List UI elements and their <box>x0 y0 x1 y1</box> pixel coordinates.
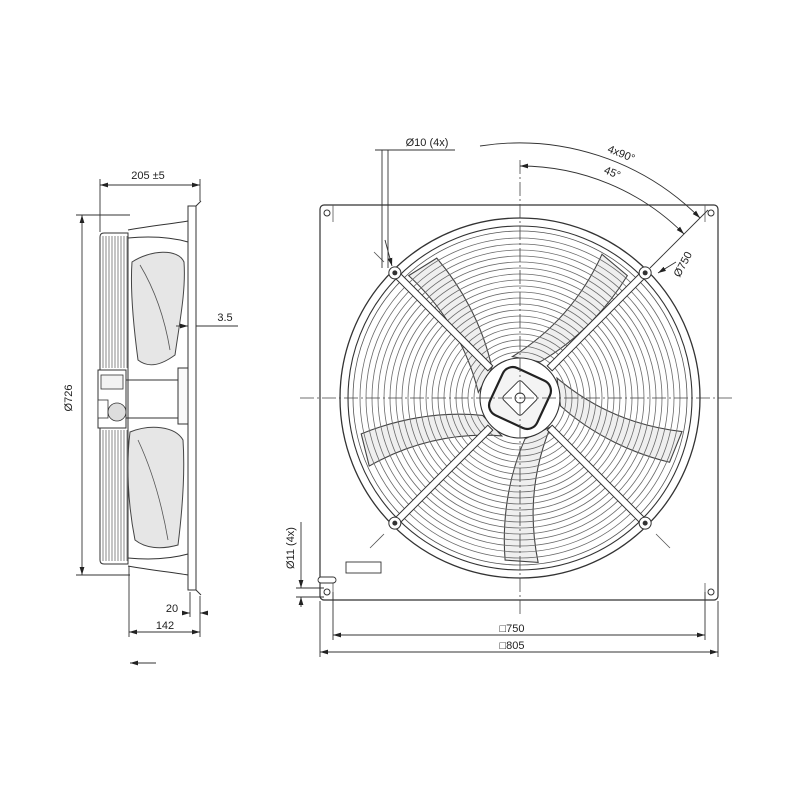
diag-centerline-br <box>655 533 671 549</box>
plate-corner-hole-tr <box>707 209 715 217</box>
side-venturi-top-inner <box>127 236 189 243</box>
side-venturi-top-outer <box>127 220 189 231</box>
fan-blade <box>360 413 504 467</box>
side-plate-flange-top <box>195 200 202 207</box>
strut-bottom-left <box>388 424 494 530</box>
angle-offset-label: 45° <box>602 165 622 182</box>
angle-total-label: 4x90° <box>606 143 637 165</box>
side-motor-terminal <box>100 374 124 390</box>
fan-blades <box>360 253 683 564</box>
side-motor-rotor <box>107 402 127 422</box>
side-blade-upper-twist <box>139 264 171 351</box>
fan-blade <box>510 253 629 363</box>
nameplate <box>345 561 382 574</box>
hole-top-arrow <box>384 239 393 267</box>
strut-top-right <box>546 266 652 372</box>
strut-bottom-right <box>546 424 652 530</box>
side-offset-label: 3.5 <box>217 312 232 324</box>
side-flange-label: 20 <box>166 603 178 615</box>
hole-top-label: Ø10 (4x) <box>406 137 449 149</box>
strut-top-left <box>388 266 494 372</box>
side-guard-outline <box>99 232 129 565</box>
angle-offset-arc <box>519 163 685 235</box>
side-view: 205 ±5 Ø726 3.5 20 142 <box>63 170 238 666</box>
side-width-label: 205 ±5 <box>131 170 165 182</box>
side-depth-label: 142 <box>156 620 174 632</box>
cable-slot <box>317 576 337 584</box>
side-blade-upper <box>130 251 185 366</box>
diag-centerline-bl <box>369 533 385 549</box>
ring-diameter-leader <box>657 261 677 274</box>
side-guard <box>102 236 128 561</box>
front-view: Ø10 (4x) 4x90° 45° Ø750 Ø11 (4x) □750 □8… <box>285 137 735 657</box>
strut-hole-center <box>392 270 398 276</box>
angle-45-extension <box>649 209 709 269</box>
inner-square-label: □750 <box>500 623 525 635</box>
side-venturi-bottom-inner <box>127 553 189 560</box>
side-venturi-bottom-outer <box>127 565 189 576</box>
side-plate-flange-bottom <box>195 589 202 596</box>
fan-blade <box>407 257 493 394</box>
fan-blade <box>556 376 683 463</box>
plate-corner-hole-bl <box>323 588 331 596</box>
outer-square-label: □805 <box>500 640 525 652</box>
side-plate <box>187 205 197 591</box>
plate-corner-hole-tl <box>323 209 331 217</box>
side-diameter-label: Ø726 <box>63 385 75 412</box>
side-blade-lower-twist <box>137 439 169 541</box>
plate-corner-hole-br <box>707 588 715 596</box>
hole-plate-label: Ø11 (4x) <box>285 527 297 569</box>
strut-hole-center <box>642 270 648 276</box>
strut-hole-center <box>392 520 398 526</box>
strut-hole-center <box>642 520 648 526</box>
side-motor-bracket <box>97 399 109 419</box>
fan-blade <box>503 425 552 564</box>
